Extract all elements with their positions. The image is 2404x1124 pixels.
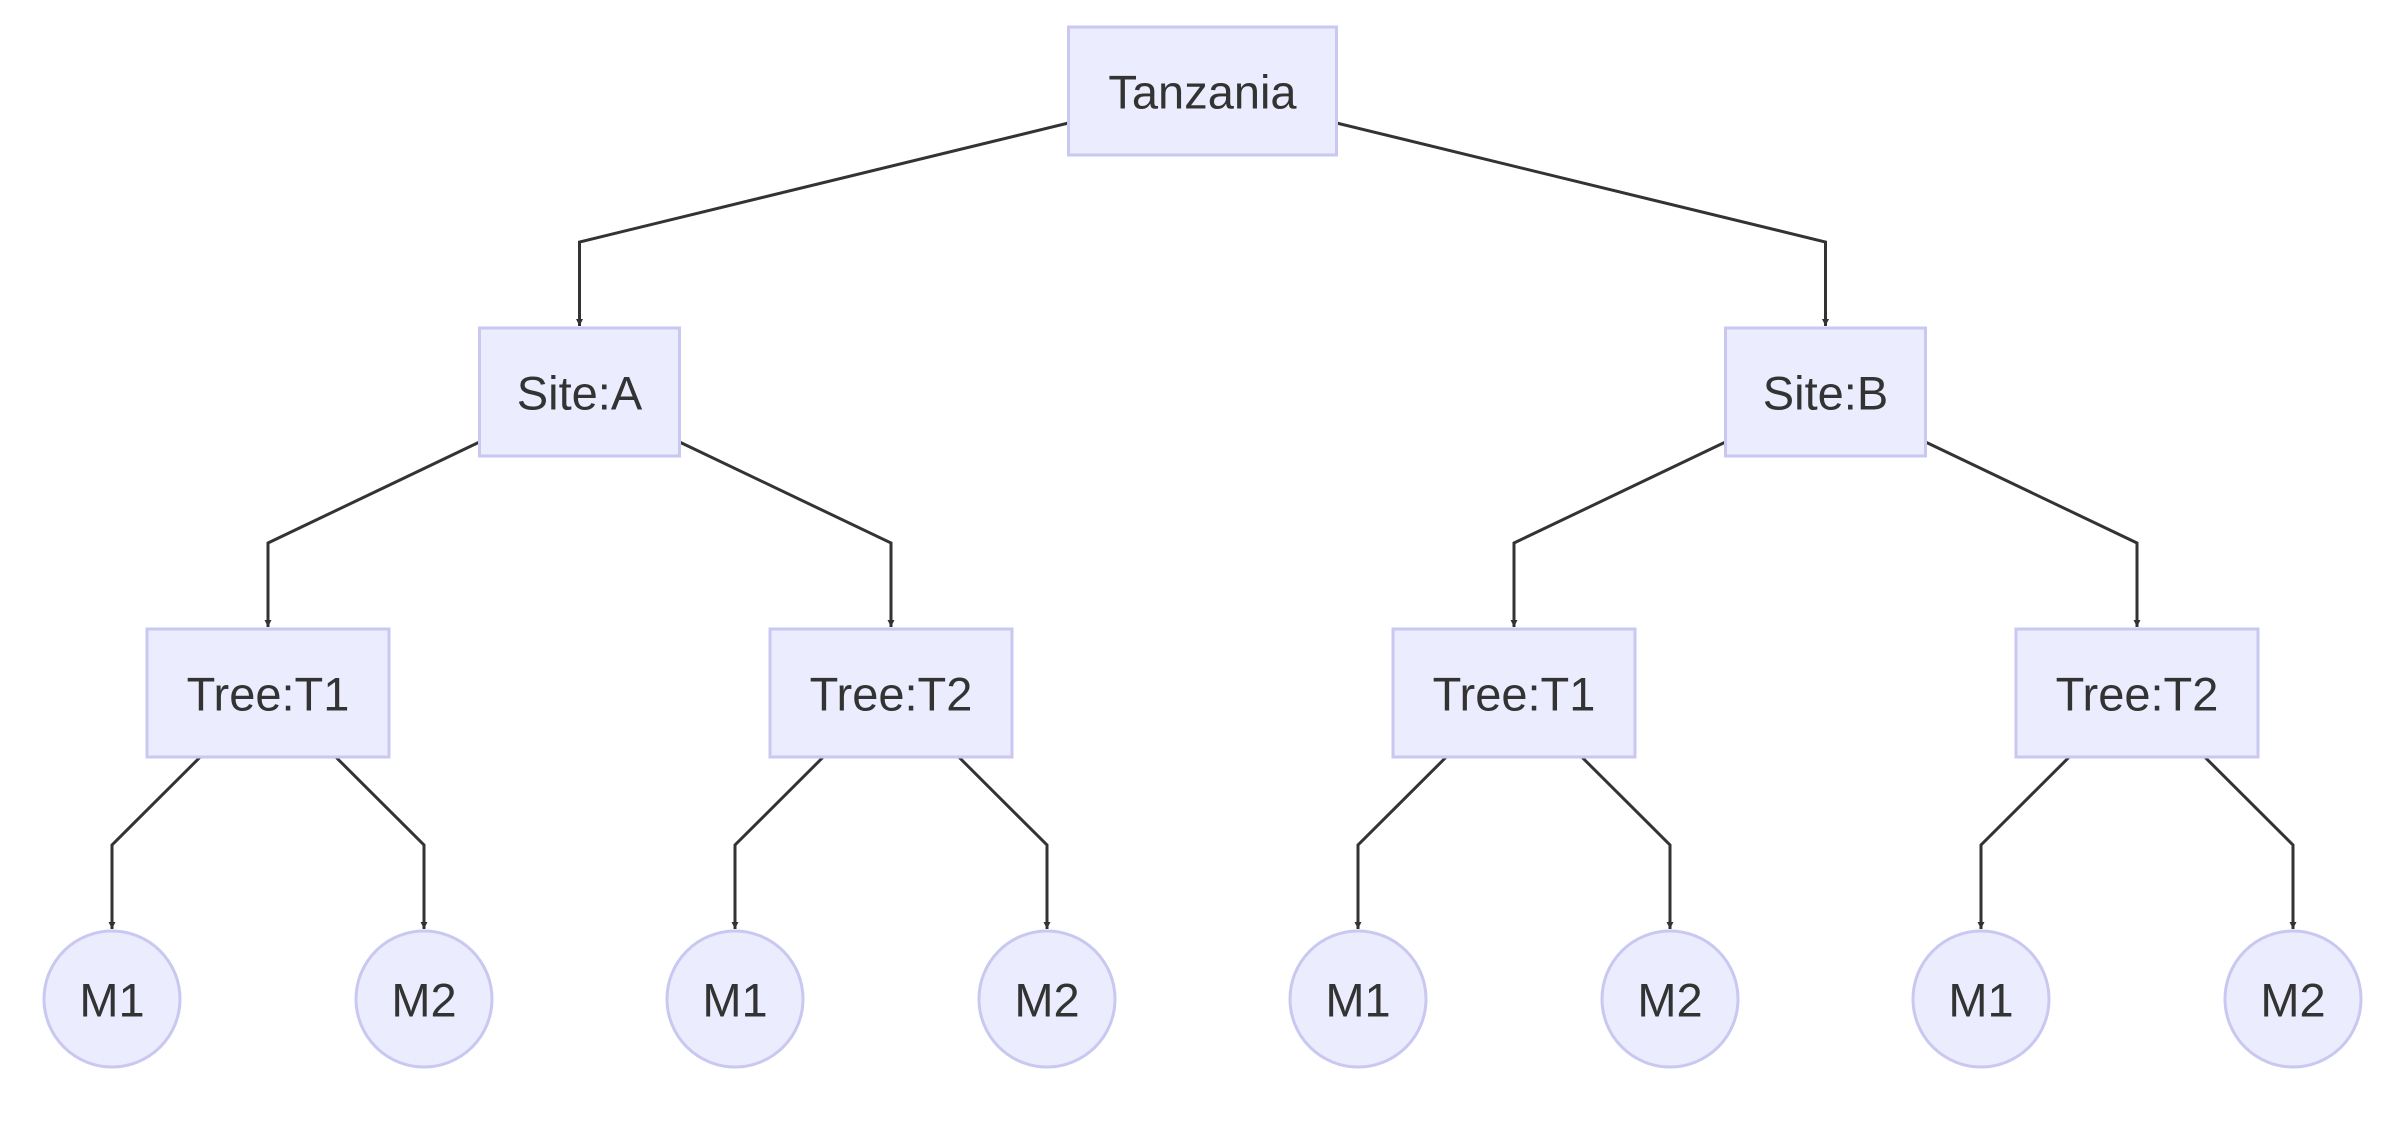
node-circle <box>42 929 182 1069</box>
edge-tree-t1-to-m2 <box>1580 755 1674 929</box>
node-tree-t2: Tree:T2 <box>768 627 1014 759</box>
node-m2: M2 <box>354 929 494 1069</box>
edge-tanzania-to-site-a <box>576 121 1069 326</box>
node-site-a: Site:A <box>478 326 681 458</box>
node-label: M1 <box>1948 974 2013 1027</box>
node-m1: M1 <box>1288 929 1428 1069</box>
node-label: M2 <box>391 974 456 1027</box>
node-label: Tree:T1 <box>1433 668 1596 721</box>
node-m2: M2 <box>1600 929 1740 1069</box>
node-circle <box>665 929 805 1069</box>
node-label: M2 <box>2260 974 2325 1027</box>
node-box <box>1724 326 1927 458</box>
node-m1: M1 <box>1911 929 2051 1069</box>
edge-tree-t2-to-m1 <box>1977 755 2071 929</box>
node-box <box>145 627 391 759</box>
edge-tree-t1-to-m1 <box>1354 755 1448 929</box>
node-label: Tree:T2 <box>810 668 973 721</box>
node-circle <box>1911 929 2051 1069</box>
edge-tree-t1-to-m1 <box>108 755 202 929</box>
node-box <box>478 326 681 458</box>
node-box <box>1391 627 1637 759</box>
node-circle <box>1288 929 1428 1069</box>
node-label: Tanzania <box>1108 66 1297 119</box>
node-box <box>2014 627 2260 759</box>
node-tree-t2: Tree:T2 <box>2014 627 2260 759</box>
node-box <box>1067 25 1338 157</box>
edge-site-a-to-tree-t2 <box>678 440 895 627</box>
node-label: Tree:T2 <box>2056 668 2219 721</box>
edge-tree-t2-to-m2 <box>2203 755 2297 929</box>
node-m2: M2 <box>977 929 1117 1069</box>
edge-site-b-to-tree-t2 <box>1924 440 2141 627</box>
node-label: M2 <box>1637 974 1702 1027</box>
node-m1: M1 <box>42 929 182 1069</box>
edge-site-b-to-tree-t1 <box>1510 440 1727 627</box>
node-label: Site:A <box>517 367 643 420</box>
node-tree-t1: Tree:T1 <box>145 627 391 759</box>
node-tree-t1: Tree:T1 <box>1391 627 1637 759</box>
node-label: Site:B <box>1763 367 1888 420</box>
edge-site-a-to-tree-t1 <box>264 440 481 627</box>
node-label: M1 <box>1325 974 1390 1027</box>
node-site-b: Site:B <box>1724 326 1927 458</box>
node-m1: M1 <box>665 929 805 1069</box>
node-circle <box>977 929 1117 1069</box>
edge-tanzania-to-site-b <box>1336 121 1829 326</box>
edge-tree-t2-to-m1 <box>731 755 825 929</box>
node-circle <box>2223 929 2363 1069</box>
node-label: M1 <box>79 974 144 1027</box>
node-m2: M2 <box>2223 929 2363 1069</box>
edge-tree-t2-to-m2 <box>957 755 1051 929</box>
node-label: M2 <box>1014 974 1079 1027</box>
edge-tree-t1-to-m2 <box>334 755 428 929</box>
node-circle <box>1600 929 1740 1069</box>
node-tanzania: Tanzania <box>1067 25 1338 157</box>
node-circle <box>354 929 494 1069</box>
node-label: M1 <box>702 974 767 1027</box>
edges <box>108 121 2297 929</box>
node-box <box>768 627 1014 759</box>
node-label: Tree:T1 <box>187 668 350 721</box>
